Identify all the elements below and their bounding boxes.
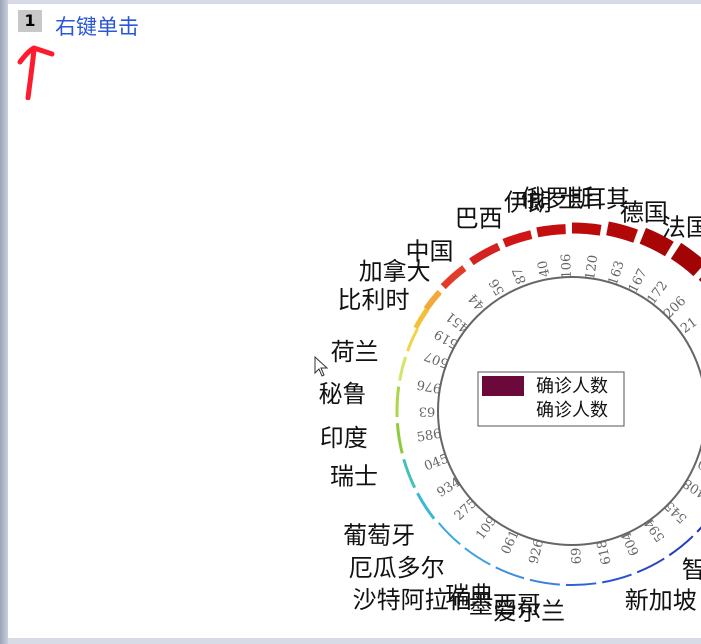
mouse-pointer-icon (314, 356, 329, 377)
country-label: 印度 (320, 424, 368, 452)
country-label: 新加坡 (625, 586, 697, 614)
value-label: 507 (422, 348, 451, 371)
rose-segment[interactable] (495, 566, 525, 580)
rose-segment[interactable] (469, 242, 501, 266)
country-label: 秘鲁 (319, 380, 367, 408)
value-label: 106 (559, 253, 575, 278)
instruction-text: 右键单击 (55, 15, 139, 39)
value-label: 976 (416, 376, 443, 395)
window-top-border (8, 0, 701, 4)
value-label: 63 (419, 404, 436, 419)
country-labels: 俄罗斯伊朗土耳其巴西中国德国法国英加拿大比利时荷兰秘鲁印度瑞士葡萄牙厄瓜多尔沙特… (319, 185, 701, 626)
country-label: 智利 (682, 555, 701, 583)
country-label: 沙特阿拉伯 (353, 586, 473, 614)
legend-swatch (482, 376, 524, 396)
legend-swatch (482, 400, 524, 420)
country-label: 伊朗 (504, 189, 552, 217)
rose-segment[interactable] (529, 578, 560, 586)
value-label: 163 (606, 259, 628, 287)
value-label: 69 (569, 547, 585, 564)
value-label: 604 (619, 529, 643, 558)
rose-segment[interactable] (413, 308, 430, 330)
country-label: 厄瓜多尔 (349, 554, 445, 582)
rose-segments (395, 221, 701, 586)
legend-label: 确诊人数 (536, 400, 608, 421)
rose-segment[interactable] (536, 224, 566, 238)
rose-segment[interactable] (416, 492, 436, 520)
value-label: 594 (642, 515, 669, 544)
rose-segment[interactable] (696, 508, 701, 533)
rose-segment[interactable] (398, 356, 407, 381)
country-label: 瑞典 (445, 581, 493, 609)
country-label: 中国 (405, 238, 453, 266)
country-label: 德国 (620, 199, 668, 227)
value-label: 408 (680, 475, 701, 501)
rose-segment[interactable] (395, 386, 401, 418)
rose-segment[interactable] (464, 547, 491, 566)
rose-segment[interactable] (636, 557, 665, 574)
window-bottom-border (8, 638, 701, 644)
country-label: 土耳其 (558, 185, 630, 213)
rose-segment[interactable] (639, 227, 674, 257)
value-label: 109 (473, 514, 500, 543)
hand-drawn-up-arrow-icon (17, 45, 55, 100)
value-label: 40 (696, 455, 701, 475)
value-label: 56 (487, 276, 508, 298)
country-label: 比利时 (337, 286, 409, 314)
value-label: 618 (595, 539, 615, 567)
window-left-border (0, 0, 8, 644)
value-label: 40 (535, 259, 553, 278)
legend-label: 确诊人数 (536, 376, 608, 397)
country-label: 瑞士 (330, 463, 378, 491)
rose-segment[interactable] (402, 458, 417, 489)
step-badge: 1 (18, 10, 42, 32)
value-label: 275 (452, 496, 480, 524)
value-label: 172 (644, 278, 671, 307)
rose-segment[interactable] (668, 535, 694, 557)
value-label: 545 (662, 498, 690, 526)
value-label: 586 (416, 427, 443, 446)
value-label: 926 (527, 538, 548, 566)
country-label: 墨西哥 (469, 591, 541, 619)
value-label: 061 (499, 528, 523, 557)
country-label: 加拿大 (359, 257, 431, 285)
rose-segment[interactable] (670, 242, 701, 277)
rose-segment[interactable] (502, 230, 533, 248)
rose-segment[interactable] (565, 582, 597, 586)
country-label: 巴西 (455, 205, 503, 233)
country-label: 爱尔兰 (493, 597, 565, 625)
country-label: 法国 (662, 214, 701, 242)
rose-segment[interactable] (571, 222, 602, 236)
country-label: 荷兰 (331, 338, 379, 366)
rose-segment[interactable] (606, 221, 639, 243)
country-label: 葡萄牙 (343, 521, 415, 549)
rose-segment[interactable] (423, 289, 442, 311)
country-label: 俄罗斯 (521, 185, 593, 213)
inner-circle (437, 276, 701, 546)
rose-segment[interactable] (395, 423, 404, 454)
value-label: 167 (626, 266, 651, 295)
value-label: 87 (510, 265, 530, 286)
rose-segment[interactable] (602, 573, 632, 584)
value-label: 206 (661, 294, 689, 322)
legend: 确诊人数 确诊人数 (477, 371, 625, 427)
rose-segment[interactable] (437, 522, 461, 546)
rose-segment[interactable] (440, 265, 467, 290)
value-label: 045 (422, 452, 451, 475)
value-label: 934 (435, 475, 464, 501)
rose-segment[interactable] (406, 328, 419, 352)
value-label: 120 (583, 254, 601, 281)
